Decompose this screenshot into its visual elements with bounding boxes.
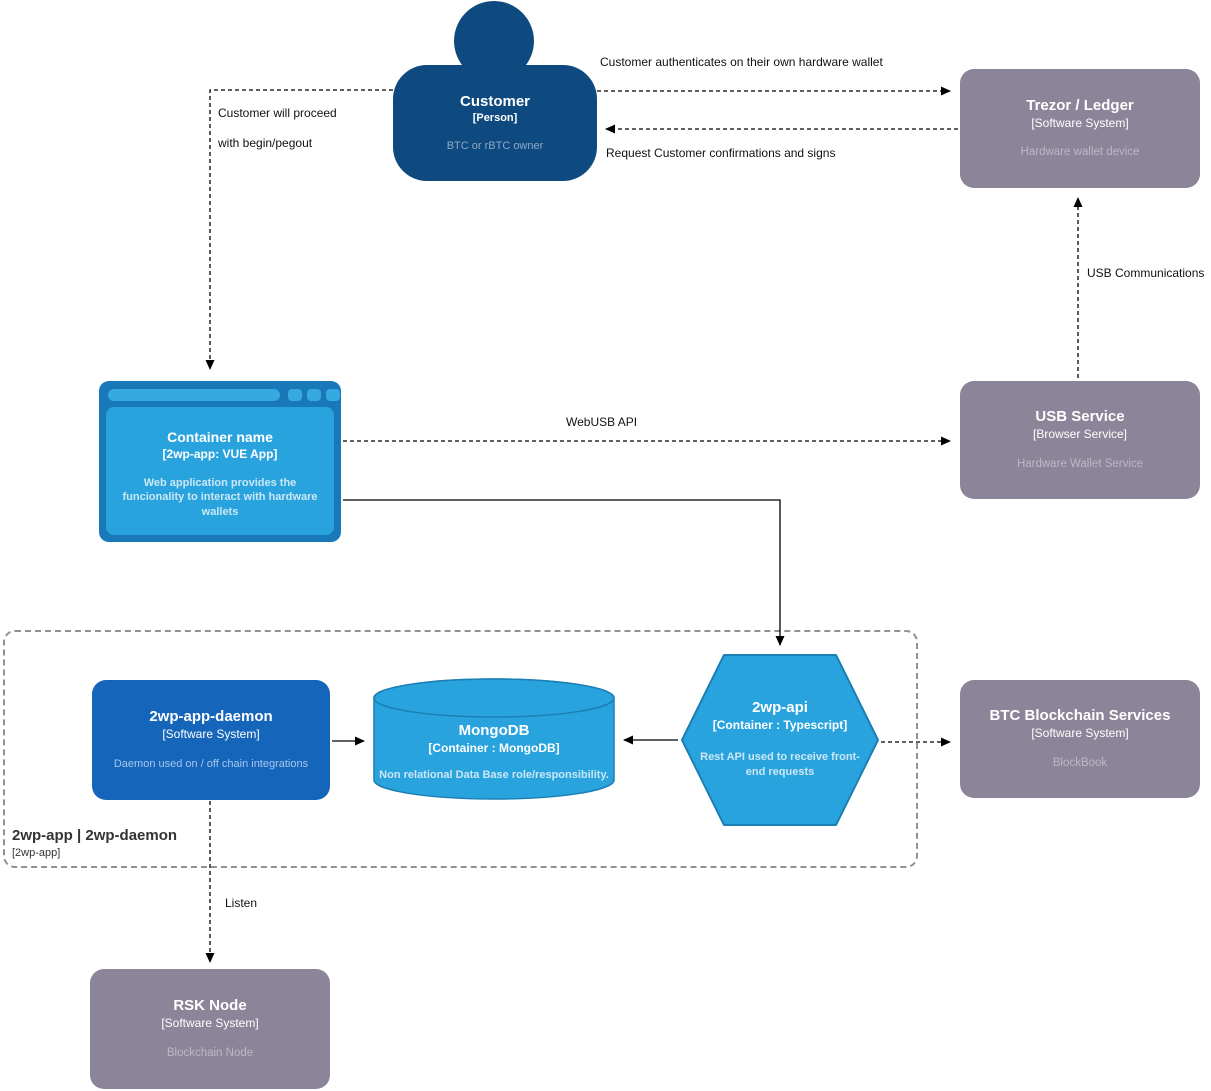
node-2wp-api[interactable]: 2wp-api [Container : Typescript] Rest AP… [680, 653, 880, 827]
mongodb-subtitle: [Container : MongoDB] [428, 741, 560, 755]
edge-webapp-to-api[interactable] [343, 499, 785, 646]
daemon-description: Daemon used on / off chain integrations [113, 758, 309, 771]
api-subtitle: [Container : Typescript] [712, 718, 848, 732]
api-description: Rest API used to receive front-end reque… [700, 751, 860, 779]
label-authenticates: Customer authenticates on their own hard… [600, 55, 883, 69]
btc-description: BlockBook [1052, 756, 1108, 769]
btc-subtitle: [Software System] [1031, 726, 1129, 741]
node-btc-blockchain-services[interactable]: BTC Blockchain Services [Software System… [960, 680, 1200, 798]
node-webapp-container[interactable]: Container name [2wp-app: VUE App] Web ap… [99, 381, 341, 542]
customer-subtitle: [Person] [472, 112, 518, 125]
browser-button-1 [288, 389, 302, 401]
node-customer[interactable]: Customer [Person] BTC or rBTC owner [393, 65, 597, 181]
mongodb-text: MongoDB [Container : MongoDB] Non relati… [373, 678, 615, 800]
webapp-title: Container name [167, 429, 273, 445]
label-proceed-line2: with begin/pegout [218, 136, 313, 150]
webapp-subtitle: [2wp-app: VUE App] [162, 447, 278, 461]
customer-title: Customer [459, 93, 530, 111]
trezor-subtitle: [Software System] [1031, 115, 1129, 130]
rsk-subtitle: [Software System] [161, 1016, 259, 1031]
label-webusb-api: WebUSB API [566, 415, 638, 429]
usb-service-title: USB Service [1035, 408, 1125, 426]
label-proceed-line1: Customer will proceed [218, 106, 337, 120]
api-title: 2wp-api [752, 699, 808, 716]
browser-button-2 [307, 389, 321, 401]
usb-service-description: Hardware Wallet Service [1016, 457, 1144, 470]
node-2wp-app-daemon[interactable]: 2wp-app-daemon [Software System] Daemon … [92, 680, 330, 800]
trezor-title: Trezor / Ledger [1026, 96, 1134, 114]
node-trezor-ledger[interactable]: Trezor / Ledger [Software System] Hardwa… [960, 69, 1200, 188]
rsk-title: RSK Node [173, 997, 247, 1015]
mongodb-description: Non relational Data Base role/responsibi… [379, 769, 609, 781]
rsk-description: Blockchain Node [166, 1046, 254, 1059]
daemon-subtitle: [Software System] [162, 727, 260, 742]
browser-button-3 [326, 389, 340, 401]
boundary-2wp-app[interactable] [3, 630, 918, 868]
mongodb-cylinder-shape [373, 678, 615, 800]
browser-content-panel: Container name [2wp-app: VUE App] Web ap… [106, 407, 334, 535]
edge-customer-to-webapp[interactable] [205, 89, 393, 370]
node-rsk-node[interactable]: RSK Node [Software System] Blockchain No… [90, 969, 330, 1089]
trezor-description: Hardware wallet device [1020, 146, 1140, 159]
customer-description: BTC or rBTC owner [446, 139, 544, 152]
webapp-description: Web application provides the funcionalit… [122, 477, 318, 518]
node-usb-service[interactable]: USB Service [Browser Service] Hardware W… [960, 381, 1200, 499]
api-text: 2wp-api [Container : Typescript] Rest AP… [680, 653, 880, 827]
daemon-title: 2wp-app-daemon [149, 708, 273, 726]
mongodb-title: MongoDB [458, 722, 530, 739]
api-hexagon-shape [681, 654, 879, 826]
boundary-title: 2wp-app | 2wp-daemon [12, 827, 178, 844]
label-usb-communications: USB Communications [1087, 266, 1205, 280]
label-confirmations: Request Customer confirmations and signs [606, 146, 836, 160]
btc-title: BTC Blockchain Services [989, 707, 1171, 725]
node-mongodb[interactable]: MongoDB [Container : MongoDB] Non relati… [373, 678, 615, 800]
browser-address-bar [108, 389, 280, 401]
label-listen: Listen [225, 896, 258, 910]
boundary-subtitle: [2wp-app] [12, 847, 61, 859]
usb-service-subtitle: [Browser Service] [1032, 427, 1128, 442]
